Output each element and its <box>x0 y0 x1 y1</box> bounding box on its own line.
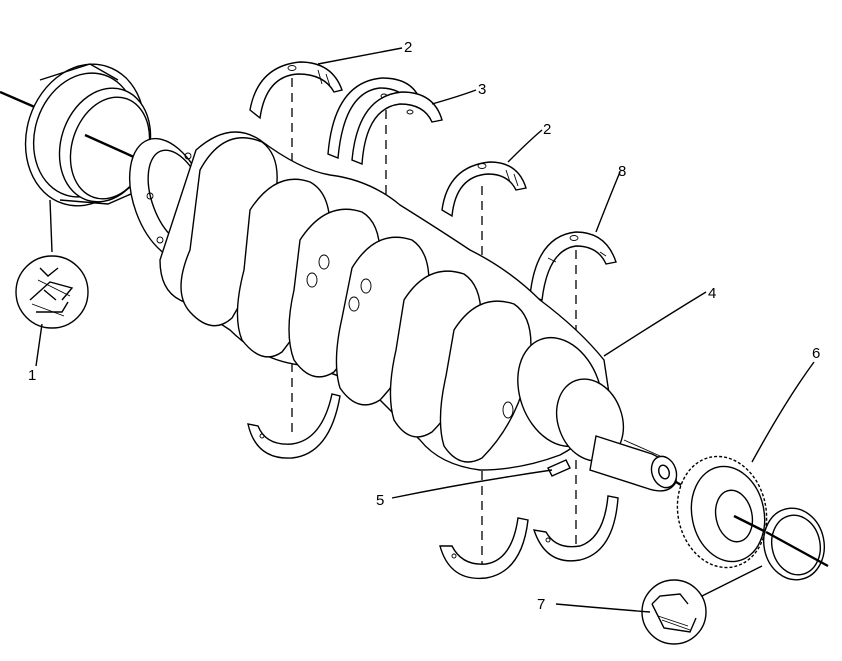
lower-bearing-shell-3 <box>532 495 619 562</box>
upper-bearing-shell-2b <box>441 161 527 218</box>
seal-detail-view <box>15 255 89 329</box>
crankshaft-gear <box>675 455 768 569</box>
front-seal-detail-view <box>641 579 707 645</box>
callout-6: 6 <box>812 345 820 362</box>
lower-bearing-shell-2 <box>439 517 529 580</box>
lower-bearing-shell-1 <box>247 393 341 459</box>
callout-7: 7 <box>537 596 545 613</box>
leader-lines <box>35 47 815 613</box>
upper-bearing-shell-2a <box>249 61 343 120</box>
front-oil-seal <box>701 507 829 597</box>
callout-5: 5 <box>376 492 384 509</box>
callout-8: 8 <box>618 163 626 180</box>
thrust-bearing-shell-8 <box>529 231 617 301</box>
upper-bearing-shell-3b <box>351 91 443 166</box>
crankshaft <box>129 131 678 492</box>
callout-1: 1 <box>28 367 36 384</box>
callout-2a: 2 <box>404 39 412 56</box>
callout-2b: 2 <box>543 121 551 138</box>
callout-4: 4 <box>708 285 716 302</box>
callout-3: 3 <box>478 81 486 98</box>
